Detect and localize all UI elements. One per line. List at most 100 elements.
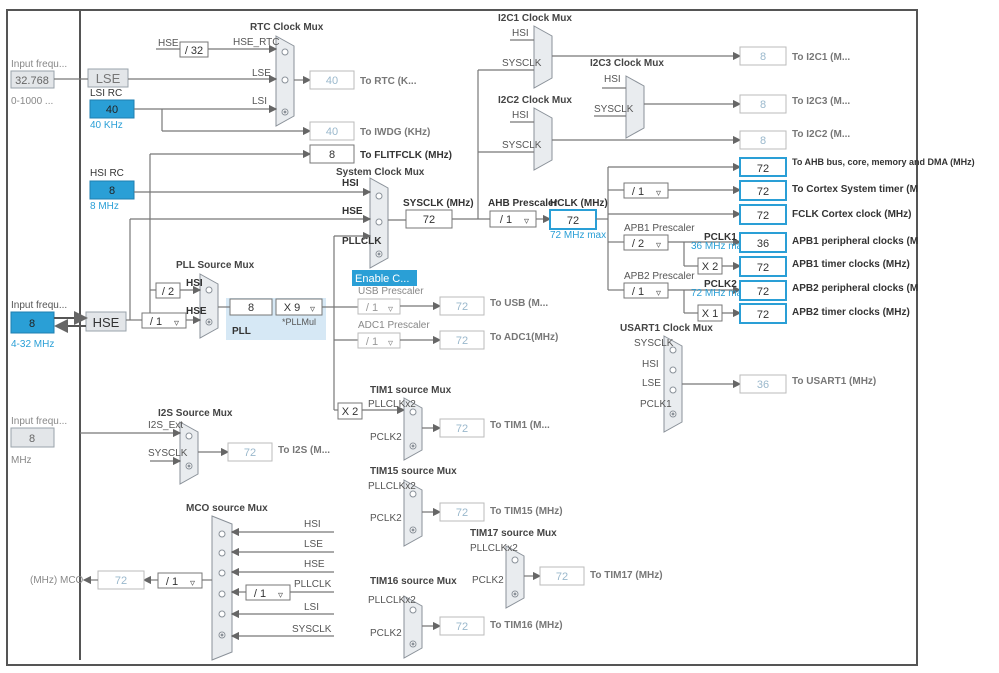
pll-value-box[interactable] [229, 298, 273, 316]
usart1-mux-title: USART1 Clock Mux [620, 323, 713, 334]
usart1-output-box[interactable] [739, 374, 787, 394]
sysclk-port-hsi[interactable] [375, 192, 383, 200]
i2c1-output-box[interactable] [739, 46, 787, 66]
adc-prescaler-select[interactable] [357, 332, 401, 349]
mco-label: (MHz) MCO [30, 575, 84, 586]
tim1-output-box[interactable] [439, 418, 485, 438]
iwdg-output-label: To IWDG (KHz) [360, 127, 430, 138]
i2c3-in-sysclk: SYSCLK [594, 104, 634, 115]
sysclk-port-selected [377, 252, 381, 256]
tim17-mux[interactable] [505, 545, 525, 609]
adc-output-box[interactable] [439, 330, 485, 350]
ahb-prescaler-select[interactable] [489, 210, 537, 228]
adc-output-label: To ADC1(MHz) [490, 332, 558, 343]
pll-in-hsi: HSI [186, 278, 203, 289]
fclk-label: FCLK Cortex clock (MHz) [792, 209, 911, 220]
apb2-periph-box[interactable] [739, 280, 787, 301]
i2c1-mux[interactable] [533, 25, 553, 89]
lse-input-range: 0-1000 ... [11, 96, 53, 107]
tim1-mul[interactable] [337, 402, 363, 420]
usb-prescaler-select[interactable] [357, 298, 401, 315]
pll-mul-chevron-down-icon: ▿ [310, 304, 315, 315]
tim16-port-pll[interactable] [409, 606, 417, 614]
apb2-timer-label: APB2 timer clocks (MHz) [792, 307, 910, 318]
usart1-output-label: To USART1 (MHz) [792, 376, 876, 387]
mco-in-sysclk: SYSCLK [292, 624, 332, 635]
rtc-in-lsi: LSI [252, 96, 267, 107]
rtc-output-box[interactable] [309, 70, 355, 90]
i2c3-mux[interactable] [625, 75, 645, 139]
tim17-port-pll[interactable] [511, 556, 519, 564]
rtc-port-lse[interactable] [281, 76, 289, 84]
mco-pll-chevron-down-icon: ▿ [278, 590, 283, 601]
usart1-port-hsi[interactable] [669, 366, 677, 374]
usart1-mux[interactable] [663, 335, 683, 433]
pll-hsi-div-value: / 2 [162, 286, 174, 298]
flit-output-value: 8 [329, 149, 335, 161]
ahb-output-box[interactable] [739, 157, 787, 177]
mco-port-selected [220, 633, 224, 637]
tim15-mux[interactable] [403, 479, 423, 547]
cortex-timer-box[interactable] [739, 180, 787, 201]
lsi-rc-value: 40 [106, 104, 118, 116]
apb1-timer-box[interactable] [739, 256, 787, 277]
apb2-prescaler-select[interactable] [623, 282, 669, 299]
tim16-mux[interactable] [403, 595, 423, 659]
rtc-port-hse[interactable] [281, 48, 289, 56]
mco-mux[interactable] [211, 515, 233, 661]
hsi-rc-box[interactable] [89, 180, 135, 200]
sysclk-in-hse: HSE [342, 206, 363, 217]
enable-css-button[interactable] [352, 270, 417, 286]
pclk1-label: PCLK1 [704, 232, 737, 243]
sysclk-value: 72 [423, 214, 435, 226]
usb-prescaler-value: / 1 [366, 302, 378, 314]
pll-label: PLL [232, 326, 251, 337]
tim15-port-pll[interactable] [409, 490, 417, 498]
tim1-mux[interactable] [403, 397, 423, 461]
tim15-output-box[interactable] [439, 502, 485, 522]
lse-source-box[interactable] [87, 68, 129, 88]
tim17-in-pllclkx2: PLLCLKx2 [470, 543, 518, 554]
mco-port-pllclk[interactable] [218, 590, 226, 598]
tim16-mux-title: TIM16 source Mux [370, 576, 457, 587]
i2s-mux-title: I2S Source Mux [158, 408, 233, 419]
fclk-box[interactable] [739, 204, 787, 225]
tim1-port-pll[interactable] [409, 408, 417, 416]
pll-hse-div-select[interactable] [141, 312, 187, 329]
tim16-output-box[interactable] [439, 616, 485, 636]
usart1-in-sysclk: SYSCLK [634, 338, 674, 349]
usart1-port-sysclk[interactable] [669, 346, 677, 354]
mco-port-lse[interactable] [218, 549, 226, 557]
usb-output-box[interactable] [439, 296, 485, 316]
mco-pll-div-select[interactable] [245, 584, 291, 601]
sysclk-port-hse[interactable] [375, 218, 383, 226]
mco-mux-title: MCO source Mux [186, 503, 268, 514]
iwdg-output-box[interactable] [309, 121, 355, 141]
cortex-div-select[interactable] [623, 182, 669, 199]
rtc-output-label: To RTC (K... [360, 76, 417, 87]
sysclk-in-pllclk: PLLCLK [342, 236, 382, 247]
i2c3-output-box[interactable] [739, 94, 787, 114]
apb1-periph-label: APB1 peripheral clocks (M [792, 236, 918, 247]
tim17-output-box[interactable] [539, 566, 585, 586]
pll-port-hsi[interactable] [205, 286, 213, 294]
i2c2-output-box[interactable] [739, 130, 787, 150]
i2s-port-ext[interactable] [185, 432, 193, 440]
lsi-rc-label: LSI RC [90, 88, 122, 99]
tim1-in-pllclkx2: PLLCLKx2 [368, 399, 416, 410]
mco-port-hse[interactable] [218, 569, 226, 577]
mco-port-lsi[interactable] [218, 610, 226, 618]
rtc-in-lse: LSE [252, 68, 271, 79]
apb1-prescaler-select[interactable] [623, 234, 669, 251]
usart1-port-lse[interactable] [669, 386, 677, 394]
i2s-input-field[interactable] [10, 427, 55, 448]
i2s-output-box[interactable] [227, 442, 273, 462]
apb1-periph-box[interactable] [739, 232, 787, 253]
apb2-timer-box[interactable] [739, 303, 787, 324]
cortex-timer-label: To Cortex System timer (M [792, 184, 918, 195]
mco-div-select[interactable] [157, 572, 203, 589]
flit-output-box[interactable] [309, 144, 355, 164]
mco-port-hsi[interactable] [218, 530, 226, 538]
i2c2-mux[interactable] [533, 107, 553, 171]
